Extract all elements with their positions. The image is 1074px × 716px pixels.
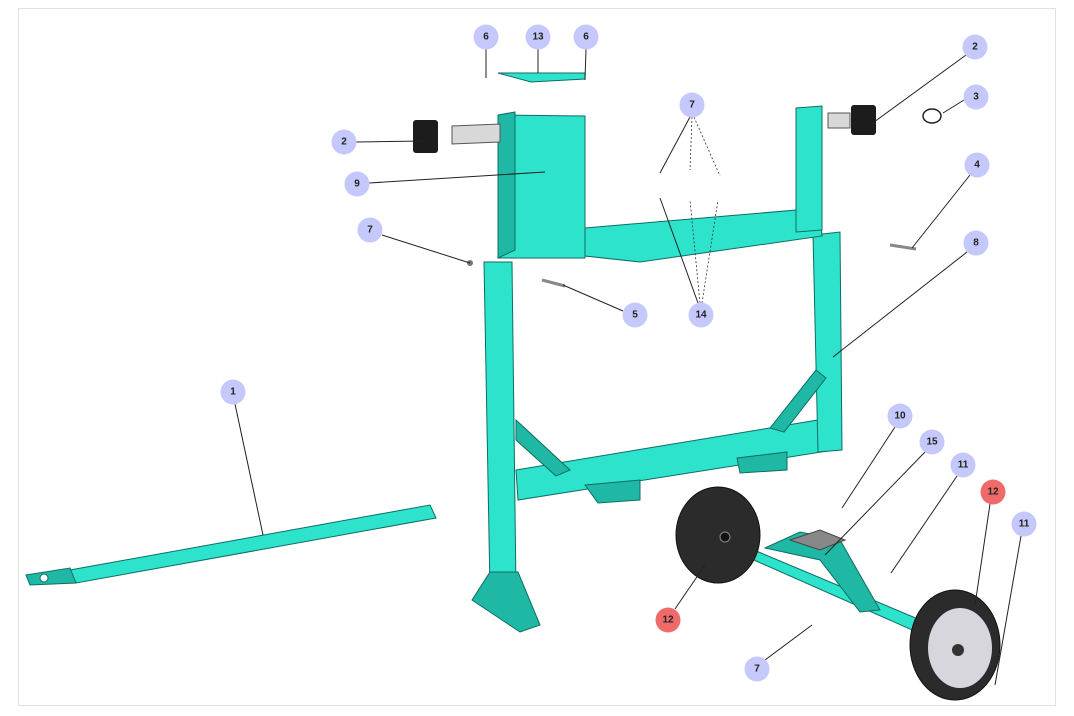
diagram-frame (18, 8, 1056, 706)
callout-11[interactable]: 11 (1011, 511, 1037, 537)
callout-label: 9 (354, 179, 360, 190)
tow-bar-part (25, 504, 437, 586)
callout-label: 6 (583, 32, 589, 43)
callout-3[interactable]: 3 (963, 84, 989, 110)
callout-1[interactable]: 1 (220, 379, 246, 405)
bushing-part (851, 105, 876, 135)
callout-label: 7 (689, 100, 695, 111)
callout-9[interactable]: 9 (344, 171, 370, 197)
callout-label: 11 (958, 460, 969, 471)
callout-label: 3 (973, 92, 979, 103)
bushing-part (413, 120, 438, 153)
callout-7[interactable]: 7 (357, 217, 383, 243)
gearbox-housing-part (451, 105, 851, 263)
callout-13[interactable]: 13 (525, 24, 551, 50)
callout-label: 11 (1019, 519, 1030, 530)
circlip-part (922, 108, 942, 124)
callout-label: 13 (532, 32, 544, 43)
wheel-part (909, 589, 1001, 701)
callout-label: 7 (367, 225, 373, 236)
callout-6[interactable]: 6 (573, 24, 599, 50)
bolt-part (541, 278, 566, 288)
callout-label: 6 (483, 32, 489, 43)
callout-label: 12 (662, 615, 674, 626)
callout-label: 7 (754, 664, 760, 675)
callout-label: 5 (632, 310, 638, 321)
callout-2[interactable]: 2 (962, 34, 988, 60)
callout-7[interactable]: 7 (679, 92, 705, 118)
callout-6[interactable]: 6 (473, 24, 499, 50)
callout-label: 8 (973, 238, 979, 249)
callout-12-highlighted[interactable]: 12 (980, 479, 1006, 505)
callout-label: 14 (695, 310, 707, 321)
callout-15[interactable]: 15 (919, 429, 945, 455)
callout-5[interactable]: 5 (622, 302, 648, 328)
callout-12-highlighted[interactable]: 12 (655, 607, 681, 633)
callout-2[interactable]: 2 (331, 129, 357, 155)
callout-label: 2 (972, 42, 978, 53)
callout-label: 1 (230, 387, 236, 398)
callout-label: 15 (926, 437, 938, 448)
cover-plate-part (497, 72, 586, 83)
bolt-part (889, 243, 917, 251)
callout-10[interactable]: 10 (887, 403, 913, 429)
callout-label: 2 (341, 137, 347, 148)
callout-11[interactable]: 11 (950, 452, 976, 478)
callout-label: 10 (894, 411, 906, 422)
callout-label: 12 (987, 487, 999, 498)
callout-4[interactable]: 4 (964, 152, 990, 178)
leader-lines (234, 48, 1022, 686)
callout-14[interactable]: 14 (688, 302, 714, 328)
callout-7[interactable]: 7 (744, 656, 770, 682)
frame-part (471, 231, 843, 633)
wheel-part (675, 486, 761, 584)
callout-8[interactable]: 8 (963, 230, 989, 256)
callout-label: 4 (974, 160, 980, 171)
